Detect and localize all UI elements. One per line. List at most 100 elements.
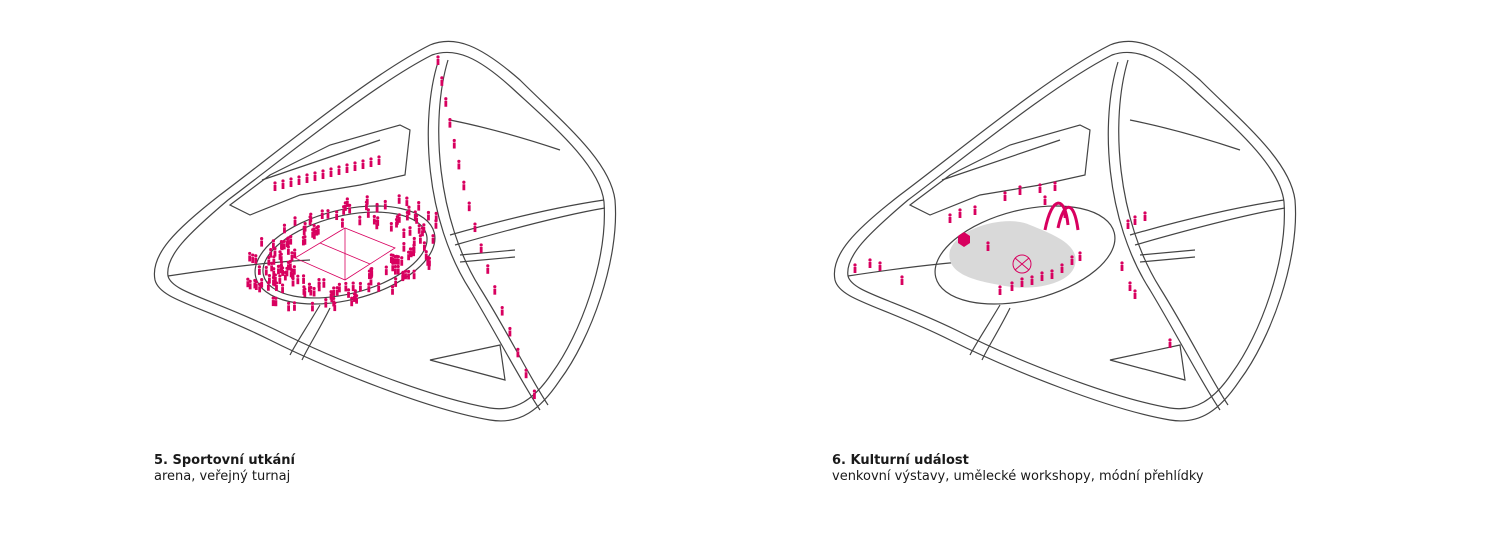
person-icon [508, 326, 512, 337]
person-icon [402, 242, 406, 252]
person-icon [254, 254, 258, 264]
person-icon [412, 236, 416, 247]
person-icon [448, 118, 452, 128]
person-icon [340, 218, 345, 228]
person-icon [271, 296, 275, 307]
person-icon [273, 181, 277, 191]
person-icon [271, 239, 275, 249]
person-icon [1030, 275, 1034, 285]
person-icon [1168, 338, 1172, 348]
person-icon [270, 261, 274, 272]
person-icon [462, 180, 466, 191]
person-icon [434, 219, 438, 229]
hexagon-pavilion [958, 232, 970, 247]
exhibition-area [949, 221, 1076, 288]
person-icon [467, 201, 471, 212]
person-icon [973, 205, 977, 215]
caption-subtitle: venkovní výstavy, umělecké workshopy, mó… [832, 469, 1204, 484]
person-icon [1010, 281, 1014, 291]
person-icon [422, 223, 426, 233]
person-icon [350, 296, 354, 307]
person-icon [367, 282, 371, 293]
person-icon [424, 250, 428, 260]
site-outline [833, 40, 1297, 422]
person-icon [289, 235, 293, 245]
person-icon [279, 263, 283, 274]
caption-cultural: 6. Kulturní událost venkovní výstavy, um… [832, 453, 1204, 485]
person-icon [289, 177, 293, 187]
outer-boundary [833, 40, 1297, 422]
person-icon [986, 241, 990, 251]
person-icon [408, 247, 413, 258]
building [908, 124, 1091, 216]
person-icon [364, 200, 369, 211]
person-icon [358, 281, 363, 292]
panel-sports-match: 5. Sportovní utkání arena, veřejný turna… [153, 40, 617, 484]
person-icon [1063, 208, 1067, 218]
person-icon [321, 169, 325, 179]
person-icon [248, 279, 252, 290]
person-icon [313, 171, 317, 181]
sports-court [294, 227, 396, 281]
cultural-site-axonometric-diagram [833, 40, 1297, 422]
person-icon [958, 208, 962, 218]
person-icon [279, 252, 283, 263]
person-icon [311, 228, 315, 238]
person-icon [267, 255, 271, 266]
person-icon [532, 389, 537, 400]
person-icon [1126, 219, 1130, 229]
person-icon [407, 205, 411, 216]
visitor-markers [853, 181, 1172, 348]
person-icon [254, 280, 258, 291]
person-icon [251, 253, 255, 264]
person-icon [279, 239, 284, 250]
person-icon [393, 255, 397, 265]
person-icon [320, 209, 324, 219]
person-icon [396, 255, 400, 265]
person-icon [1133, 215, 1137, 225]
person-icon [452, 138, 456, 149]
person-icon [307, 282, 312, 293]
person-icon [1078, 251, 1082, 261]
site-outline [153, 40, 617, 422]
person-icon [1020, 277, 1024, 287]
person-icon [269, 248, 273, 258]
person-icon [1053, 181, 1057, 191]
person-icon [948, 213, 952, 223]
person-icon [344, 281, 348, 292]
caption-title: 6. Kulturní událost [832, 453, 969, 468]
person-icon [282, 223, 287, 234]
person-icon [309, 285, 313, 296]
person-icon [853, 263, 857, 273]
person-icon [1018, 185, 1022, 195]
person-icon [1043, 195, 1047, 205]
person-icon [348, 203, 352, 214]
person-icon [332, 286, 336, 296]
person-icon [297, 175, 301, 185]
person-icon [396, 264, 400, 275]
person-icon [324, 297, 328, 308]
person-icon [426, 210, 431, 221]
person-icon [333, 301, 337, 312]
person-icon [246, 277, 250, 288]
person-icon [326, 209, 330, 219]
person-icon [264, 265, 268, 276]
person-icon [329, 167, 333, 177]
person-icon [998, 285, 1002, 295]
person-icon [397, 194, 401, 204]
person-icon [406, 269, 411, 280]
person-icon [312, 286, 316, 297]
building [228, 124, 411, 216]
person-icon [330, 292, 334, 303]
person-icon [278, 274, 282, 285]
person-icon [1038, 183, 1042, 193]
person-icon [1060, 263, 1064, 273]
person-icon [393, 265, 398, 275]
person-icon [280, 283, 285, 294]
person-icon [417, 224, 421, 234]
person-icon [274, 296, 278, 307]
person-icon [394, 277, 398, 287]
person-icon [281, 179, 285, 189]
person-icon [260, 278, 264, 288]
person-icon [473, 222, 477, 233]
